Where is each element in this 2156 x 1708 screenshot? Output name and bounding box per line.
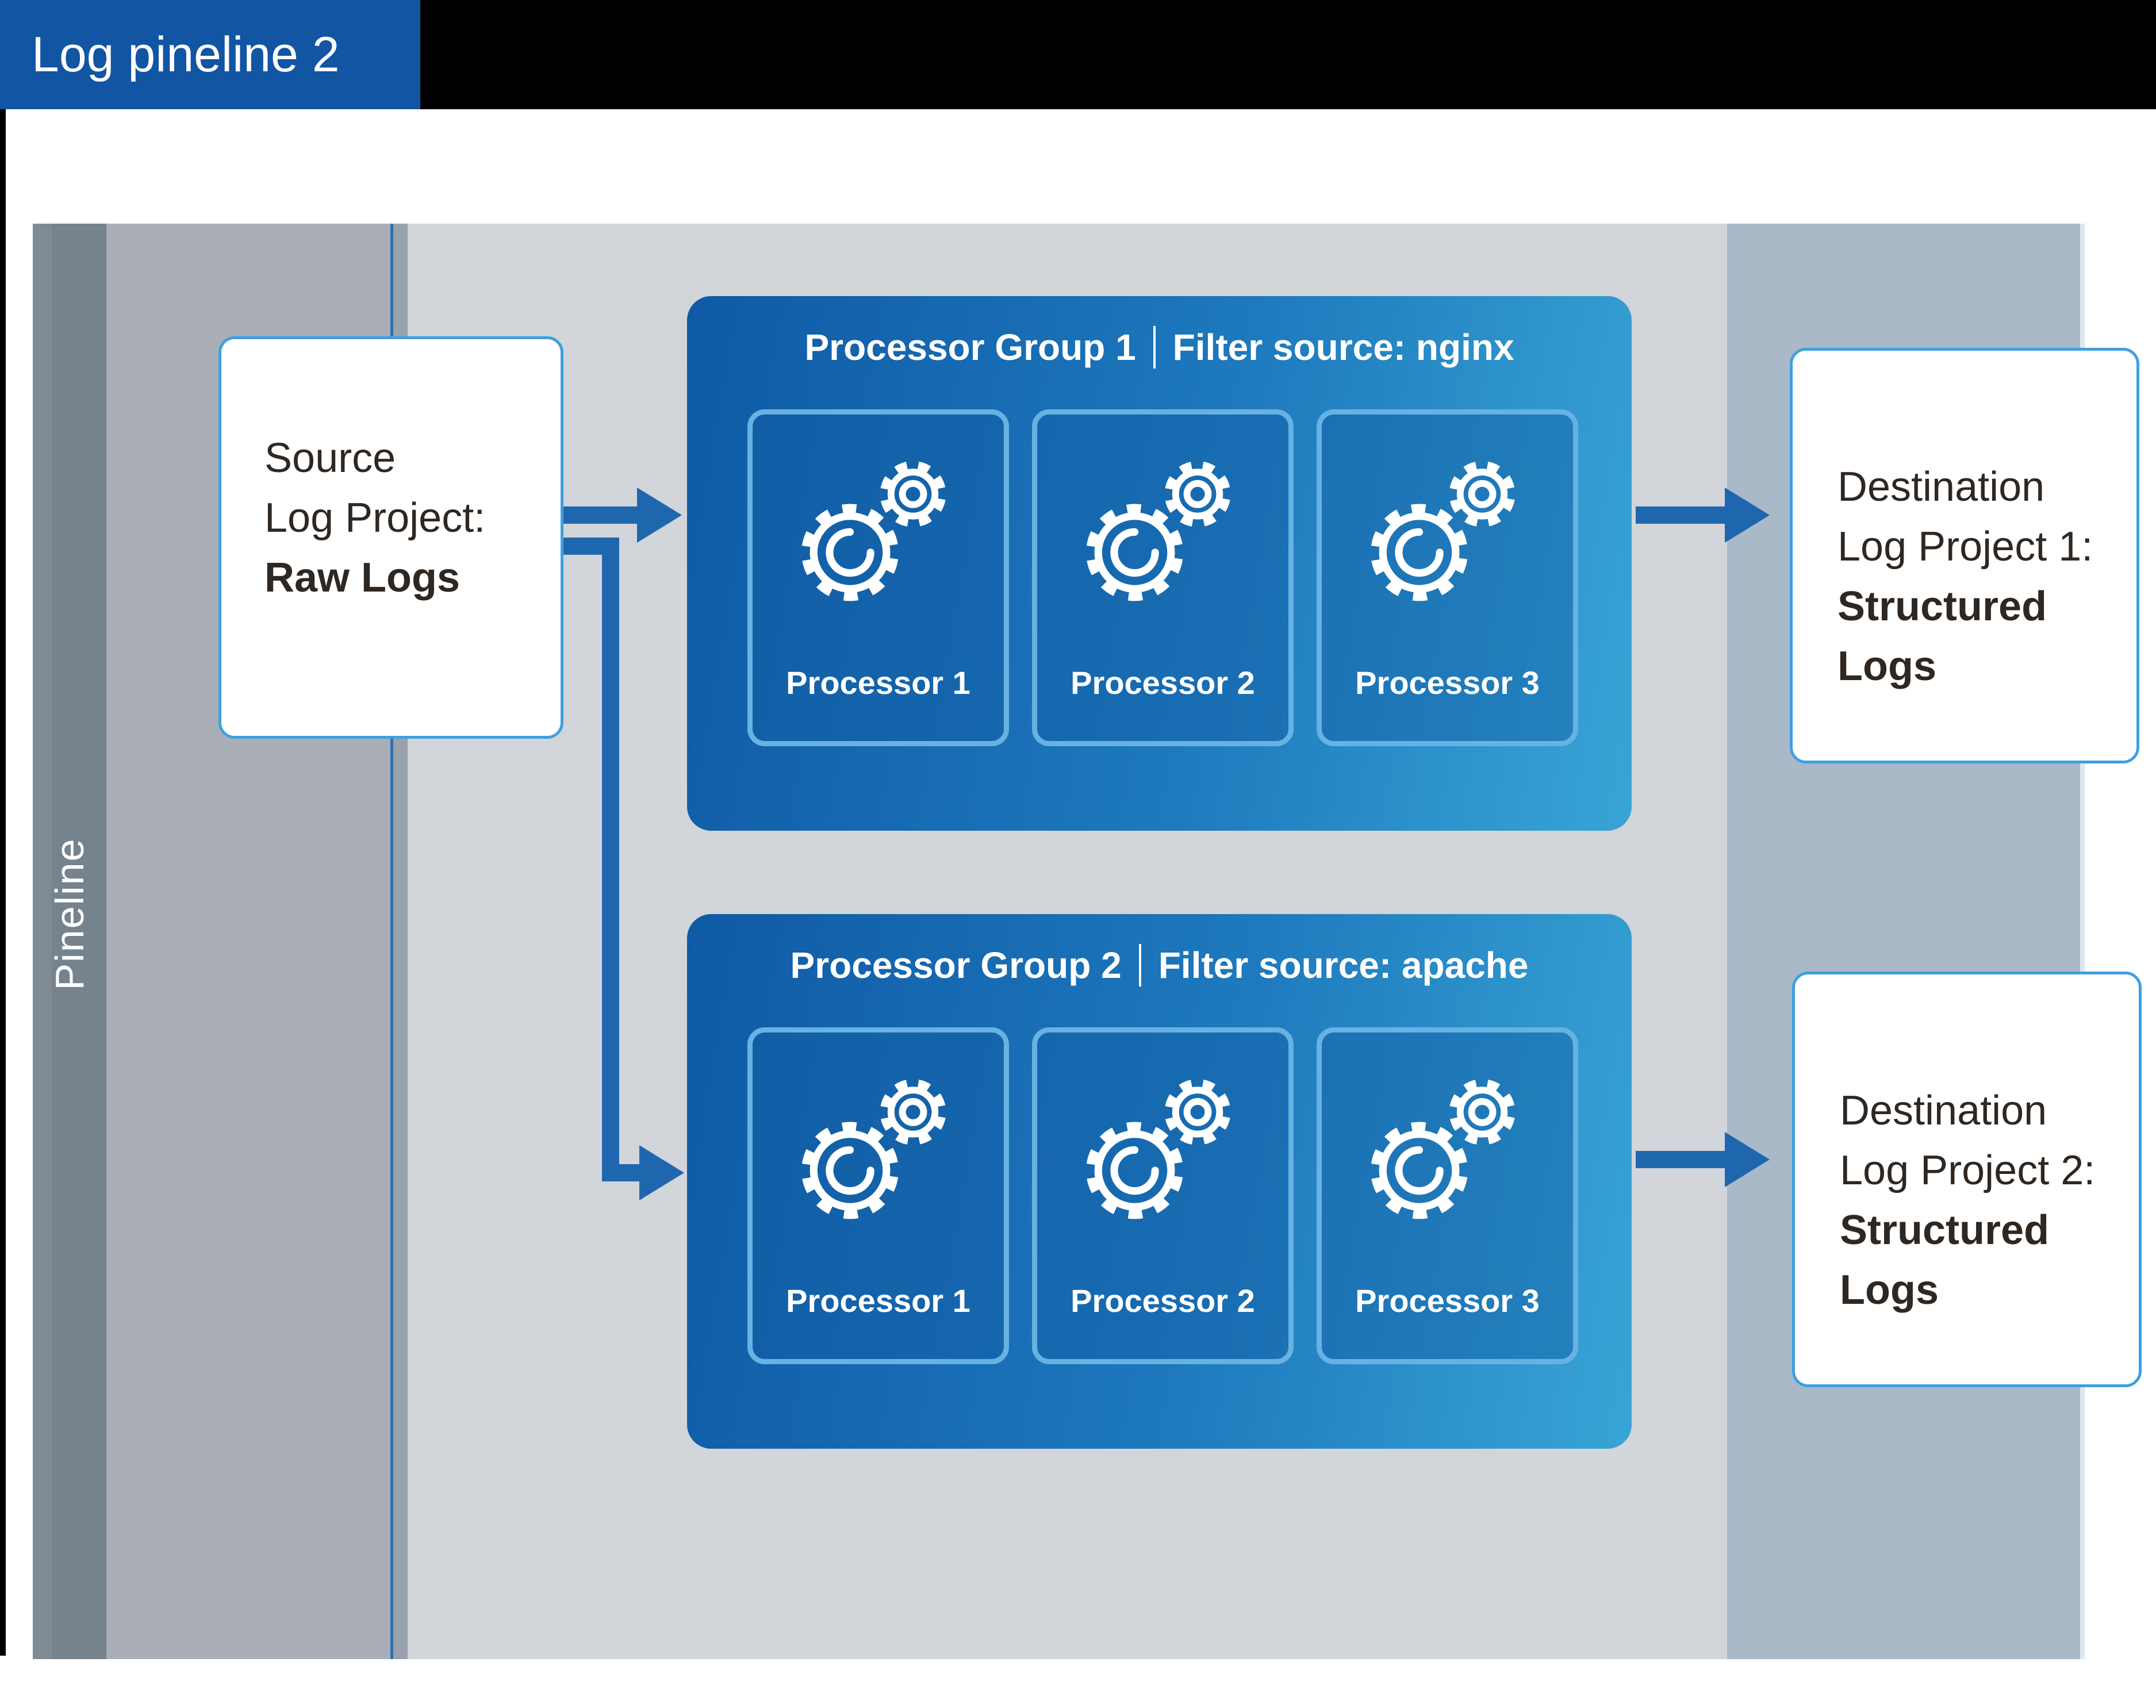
processor-label: Processor 1 xyxy=(786,1283,970,1319)
processor-card: Processor 2 xyxy=(1032,409,1294,746)
processor-group-2-title: Processor Group 2 Filter source: apache xyxy=(687,944,1632,987)
processor-card: Processor 3 xyxy=(1317,409,1578,746)
destination-2-line-3: Structured xyxy=(1840,1207,2050,1253)
source-line-2: Log Project: xyxy=(264,495,486,541)
group-2-name: Processor Group 2 xyxy=(790,945,1122,986)
destination-log-project-1-node: Destination Log Project 1: Structured Lo… xyxy=(1790,348,2139,763)
title-separator-bar xyxy=(1138,944,1141,987)
processor-group-1-title: Processor Group 1 Filter source: nginx xyxy=(687,326,1632,369)
processor-group-2: Processor Group 2 Filter source: apache … xyxy=(687,914,1632,1449)
arrow-group1-to-destination1-head xyxy=(1725,488,1770,543)
processor-card: Processor 2 xyxy=(1032,1027,1294,1364)
destination-2-line-1: Destination xyxy=(1840,1088,2047,1134)
group-1-cards: Processor 1 Processor 2 xyxy=(747,409,1578,746)
gears-icon xyxy=(1085,1079,1230,1219)
destination-2-line-2: Log Project 2: xyxy=(1840,1147,2096,1193)
group-2-filter: Filter source: apache xyxy=(1158,945,1529,986)
destination-log-project-2-node: Destination Log Project 2: Structured Lo… xyxy=(1792,972,2142,1387)
processor-card: Processor 3 xyxy=(1317,1027,1578,1364)
destination-1-line-1: Destination xyxy=(1837,464,2045,510)
gears-icon xyxy=(801,1079,946,1219)
destination-lane-edge xyxy=(2080,224,2085,1659)
arrow-group1-to-destination1-shaft xyxy=(1636,506,1725,524)
gears-icon xyxy=(1370,461,1515,601)
processor-label: Processor 2 xyxy=(1071,1283,1255,1319)
source-line-1: Source xyxy=(264,435,396,481)
connector-source-to-group2-bottom xyxy=(602,1164,641,1181)
processor-label: Processor 2 xyxy=(1071,665,1255,701)
connector-source-to-group2-vertical xyxy=(602,538,619,1181)
lane-divider-blue-line xyxy=(390,224,393,1659)
gears-icon xyxy=(801,461,946,601)
processor-label: Processor 3 xyxy=(1355,1283,1540,1319)
source-log-project-node: Source Log Project: Raw Logs xyxy=(218,336,563,739)
arrow-source-to-group2-head xyxy=(639,1145,684,1200)
group-1-filter: Filter source: nginx xyxy=(1172,327,1514,368)
title-separator-bar xyxy=(1153,326,1156,369)
destination-1-line-2: Log Project 1: xyxy=(1837,524,2093,570)
destination-1-line-4: Logs xyxy=(1837,643,1936,689)
header-black-bar xyxy=(420,0,2156,109)
pipeline-sidebar xyxy=(33,224,106,1659)
page-title: Log pineline 2 xyxy=(0,0,420,109)
group-2-cards: Processor 1 Processor 2 xyxy=(747,1027,1578,1364)
arrow-source-to-group1-shaft xyxy=(563,506,637,524)
processor-card: Processor 1 xyxy=(747,409,1009,746)
pipeline-vertical-label: Pineline xyxy=(47,838,92,991)
processor-card: Processor 1 xyxy=(747,1027,1009,1364)
gears-icon xyxy=(1370,1079,1515,1219)
arrow-source-to-group1-head xyxy=(637,488,682,543)
processor-label: Processor 1 xyxy=(786,665,970,701)
gears-icon xyxy=(1085,461,1230,601)
group-1-name: Processor Group 1 xyxy=(804,327,1136,368)
destination-1-line-3: Structured xyxy=(1837,584,2047,630)
arrow-group2-to-destination2-shaft xyxy=(1636,1151,1725,1168)
source-line-3: Raw Logs xyxy=(264,555,461,601)
left-border-line xyxy=(0,109,6,1656)
processor-label: Processor 3 xyxy=(1355,665,1540,701)
processor-group-1: Processor Group 1 Filter source: nginx P… xyxy=(687,296,1632,831)
arrow-group2-to-destination2-head xyxy=(1725,1132,1770,1187)
destination-2-line-4: Logs xyxy=(1840,1267,1939,1313)
